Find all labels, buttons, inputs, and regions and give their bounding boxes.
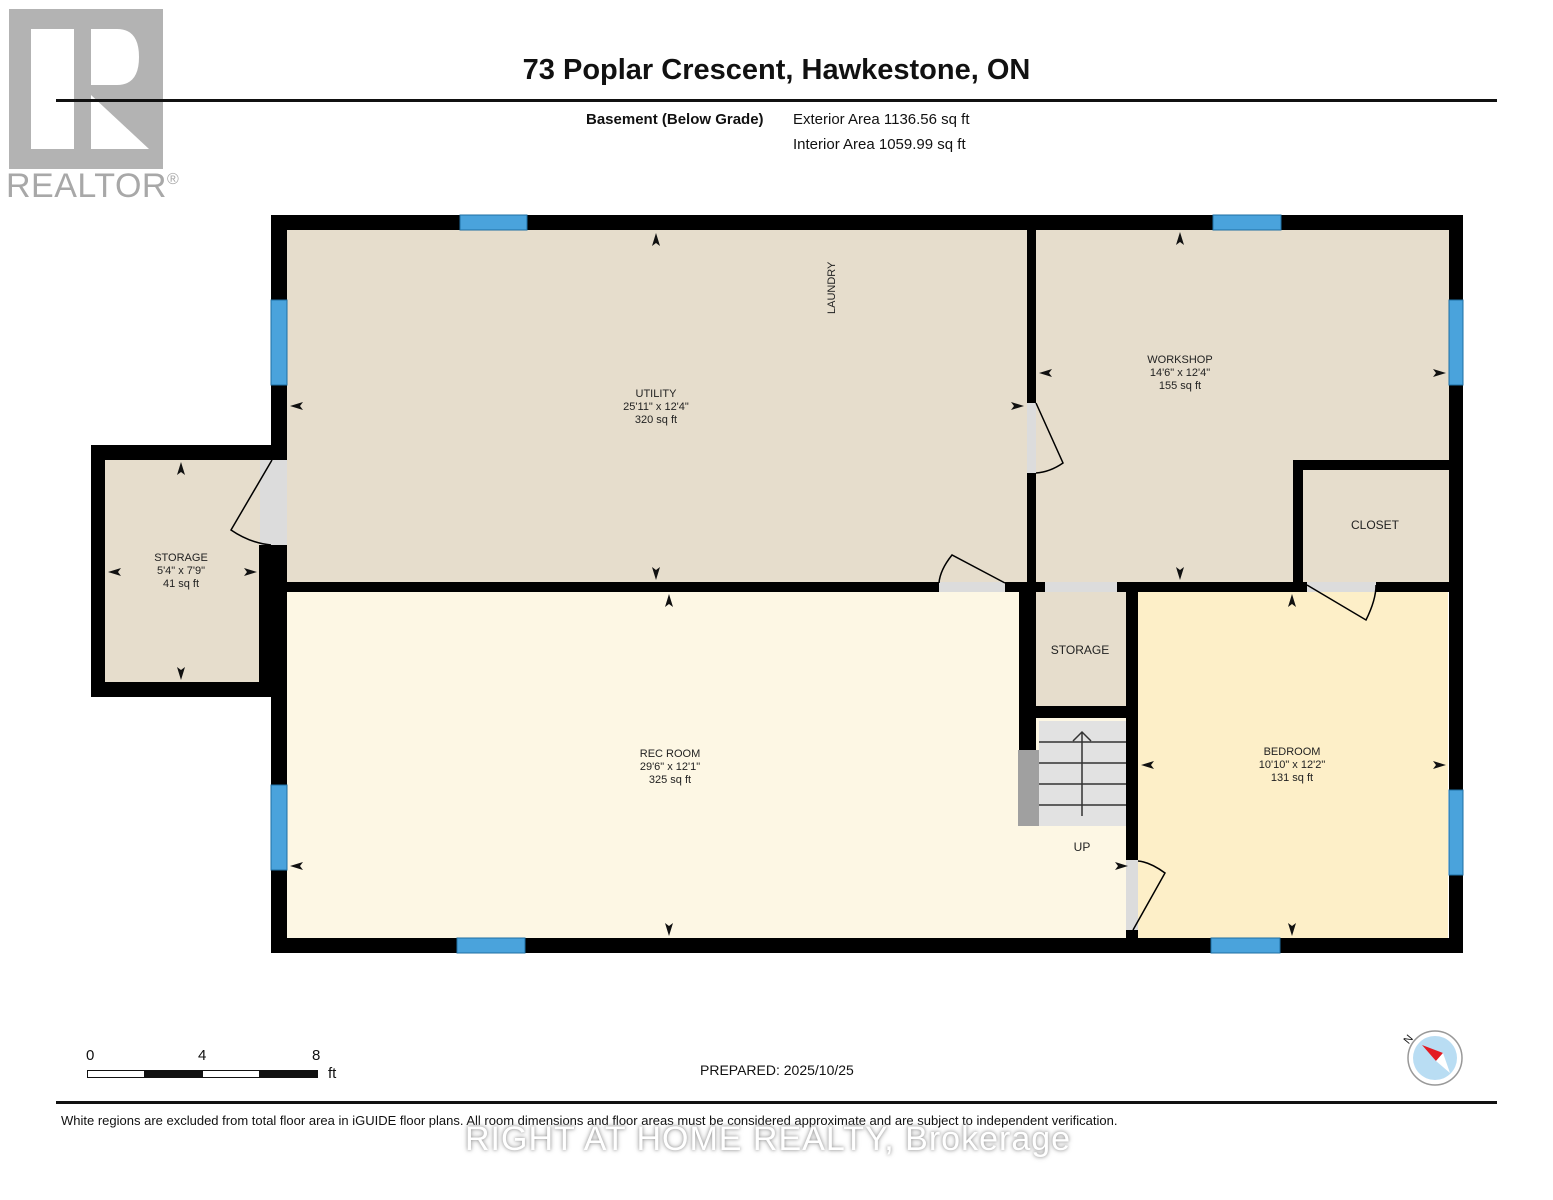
scale-unit: ft <box>328 1065 337 1082</box>
interior-area: Interior Area 1059.99 sq ft <box>793 136 966 153</box>
disclaimer: White regions are excluded from total fl… <box>61 1113 1118 1128</box>
room-label-storage-small: STORAGE <box>1050 643 1110 657</box>
realtor-logo-mark <box>9 9 163 169</box>
room-label-utility: UTILITY 25'11" x 12'4" 320 sq ft <box>623 388 689 427</box>
scale-bar-graphic <box>87 1070 318 1078</box>
rec-room <box>287 592 1132 938</box>
compass: N <box>1398 1025 1468 1087</box>
room-dims: 14'6" x 12'4" <box>1149 367 1211 379</box>
room-label-rec-room: REC ROOM 29'6" x 12'1" 325 sq ft <box>640 748 701 787</box>
dimension-arrows <box>108 232 1446 936</box>
storage-small-room <box>1036 592 1126 716</box>
room-name: REC ROOM <box>639 748 701 760</box>
door-swings <box>229 402 1377 931</box>
room-area: 325 sq ft <box>648 774 692 786</box>
room-name: BEDROOM <box>1263 746 1321 758</box>
bedroom-room <box>1138 592 1448 938</box>
room-area: 155 sq ft <box>1158 380 1202 392</box>
brokerage-watermark: RIGHT AT HOME REALTY, Brokerage <box>465 1120 1072 1158</box>
closet-room <box>1303 470 1449 582</box>
stairs <box>1018 721 1126 826</box>
realtor-r-icon <box>31 29 149 149</box>
floor-label: Basement (Below Grade) <box>586 111 764 128</box>
utility-room <box>287 230 1028 584</box>
scale-tick-8: 8 <box>312 1047 321 1064</box>
door-openings <box>260 403 1376 930</box>
room-area: 41 sq ft <box>162 578 200 590</box>
page-title: 73 Poplar Crescent, Hawkestone, ON <box>522 54 1031 86</box>
room-label-workshop: WORKSHOP 14'6" x 12'4" 155 sq ft <box>1147 354 1212 393</box>
floor-plan <box>91 214 1464 954</box>
room-dims: 29'6" x 12'1" <box>639 761 701 773</box>
room-name: STORAGE <box>154 552 208 564</box>
prepared-date: PREPARED: 2025/10/25 <box>700 1062 854 1078</box>
room-area: 320 sq ft <box>634 414 678 426</box>
room-dims: 5'4" x 7'9" <box>156 565 206 577</box>
room-dims: 25'11" x 12'4" <box>623 401 689 413</box>
room-dims: 10'10" x 12'2" <box>1258 759 1326 771</box>
footer-rule <box>56 1101 1497 1104</box>
storage-west-room <box>105 460 260 682</box>
compass-icon: N <box>1402 1030 1463 1086</box>
windows <box>270 214 1464 954</box>
realtor-logo-text: REALTOR® <box>6 167 180 205</box>
scale-tick-4: 4 <box>198 1047 207 1064</box>
room-area: 131 sq ft <box>1270 772 1314 784</box>
room-name: UTILITY <box>635 388 677 400</box>
exterior-area: Exterior Area 1136.56 sq ft <box>793 111 970 128</box>
room-label-storage-west: STORAGE 5'4" x 7'9" 41 sq ft <box>154 552 208 591</box>
header-rule <box>56 99 1497 102</box>
room-name: WORKSHOP <box>1147 354 1213 366</box>
room-label-laundry: LAUNDRY <box>826 261 838 314</box>
room-label-bedroom: BEDROOM 10'10" x 12'2" 131 sq ft <box>1259 746 1325 785</box>
scale-tick-0: 0 <box>86 1047 95 1064</box>
room-label-closet: CLOSET <box>1350 518 1400 532</box>
walls <box>91 215 1463 953</box>
stairs-up-label: UP <box>1073 840 1091 854</box>
